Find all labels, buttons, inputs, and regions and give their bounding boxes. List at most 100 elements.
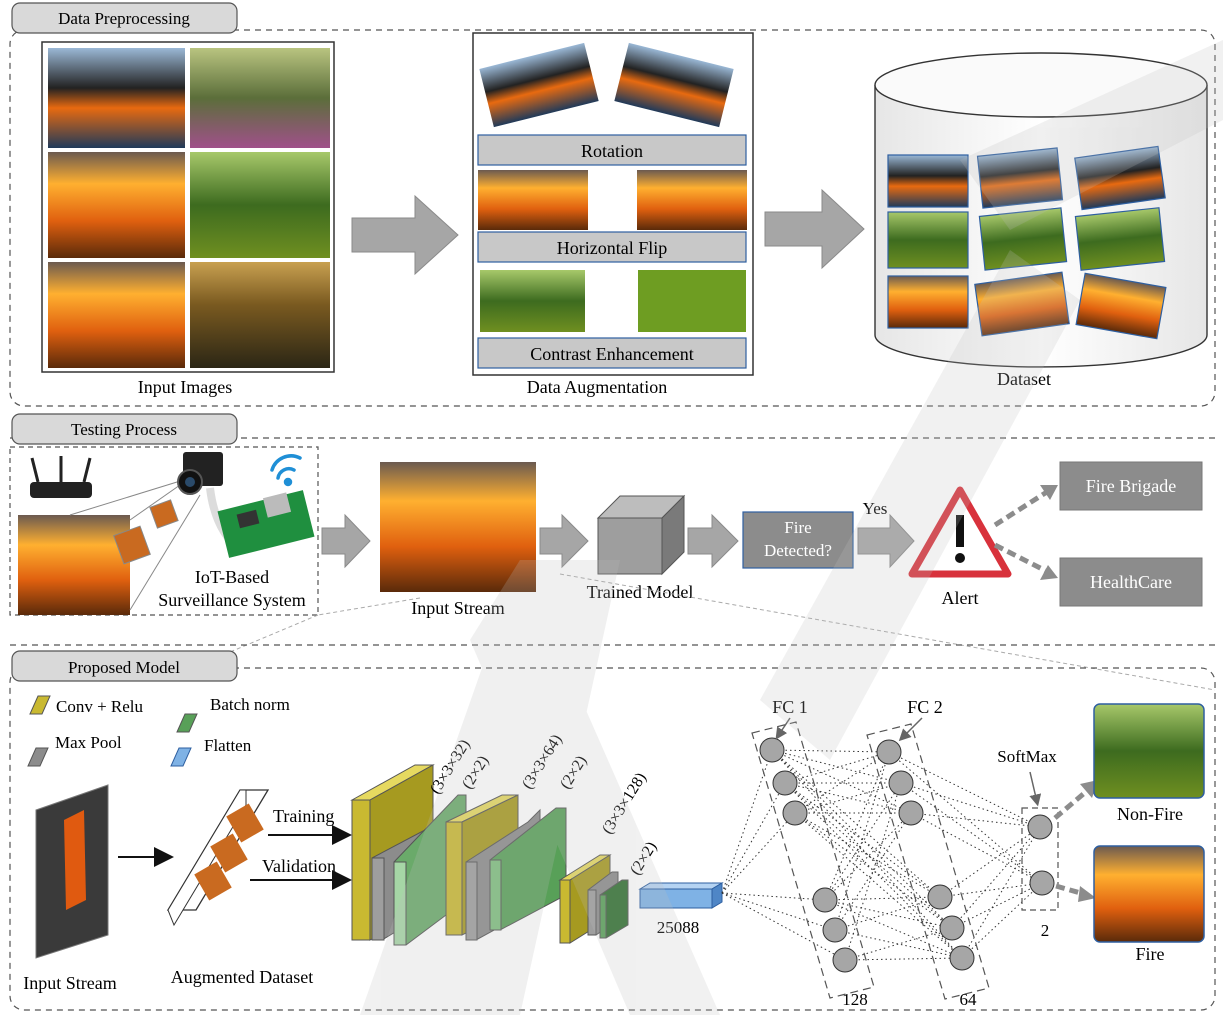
legend-pool-label: Max Pool (55, 733, 122, 752)
dataset-image (1074, 145, 1166, 211)
conv1-layer (351, 799, 371, 941)
softmax-layer (1021, 807, 1059, 911)
camera-module-icon (177, 452, 243, 554)
decision-text-line1: Fire (784, 518, 811, 537)
section-title-preprocessing: Data Preprocessing (58, 9, 190, 28)
softmax-neuron (1027, 814, 1053, 840)
batch2-layer (489, 859, 502, 931)
fire-brigade-box: Fire Brigade (1059, 461, 1203, 511)
watermark (360, 40, 1223, 1015)
fc2-neuron (898, 800, 924, 826)
dataset-image (887, 275, 969, 329)
dataset-image (976, 147, 1064, 209)
dataset-image (974, 271, 1070, 337)
pool1-layer (371, 857, 385, 941)
aug-step-contrast: Contrast Enhancement (530, 344, 693, 364)
dataset-image (1075, 272, 1167, 340)
fc1-neuron (812, 887, 838, 913)
fc1-pointer (775, 717, 791, 740)
fc1-label: FC 1 (772, 697, 808, 717)
fc2-neuron (876, 739, 902, 765)
image-green-forest (190, 152, 330, 258)
flatten-size-label: 25088 (657, 918, 700, 937)
legend-batch-swatch (176, 713, 198, 733)
tab-testing: Testing Process (11, 413, 238, 445)
pool2-layer (465, 861, 478, 941)
healthcare-box: HealthCare (1059, 557, 1203, 607)
softmax-neuron (1029, 870, 1055, 896)
image-flip-mirrored (637, 170, 747, 230)
image-flip-original (478, 170, 588, 230)
image-rotated-right (614, 42, 734, 128)
camera-feed-image (18, 515, 130, 615)
arrow-to-alert (857, 513, 915, 569)
conv3-layer (559, 879, 571, 944)
image-autumn-tree (190, 48, 330, 148)
fc2-label: FC 2 (907, 697, 943, 717)
fc1-neuron (822, 917, 848, 943)
dataset-image (978, 207, 1068, 271)
flatten-layer (638, 882, 724, 909)
iot-label-line2: Surveillance System (158, 590, 305, 610)
validation-label: Validation (262, 856, 336, 876)
arrow-to-fire (1055, 883, 1085, 897)
input-stream-image (380, 462, 536, 592)
image-burning-building (48, 152, 185, 258)
arrow-to-dataset (764, 188, 865, 270)
dataset-label: Dataset (997, 369, 1051, 389)
iot-system-box (9, 446, 319, 616)
augmentation-label: Data Augmentation (527, 377, 667, 397)
connector-line (559, 573, 1216, 691)
batch1-layer (393, 861, 407, 946)
section-title-testing: Testing Process (71, 420, 177, 439)
non-fire-output-image (1093, 703, 1205, 799)
raspberry-pi-icon (217, 490, 315, 558)
input-stream-video (35, 784, 109, 959)
fc1-layer (751, 721, 875, 999)
arrow-head-healthcare (1040, 565, 1058, 580)
legend: Conv + Relu Batch norm Max Pool Flatten (27, 695, 290, 767)
legend-batch-label: Batch norm (210, 695, 290, 714)
pool3-layer (587, 889, 597, 936)
legend-pool-swatch (27, 747, 49, 767)
connector-line (229, 614, 319, 653)
model-frame (9, 667, 1216, 1011)
fc2-neuron (888, 770, 914, 796)
image-contrast-enhanced (638, 270, 746, 332)
fire-brigade-label: Fire Brigade (1086, 476, 1176, 496)
section-title-model: Proposed Model (68, 658, 180, 677)
softmax-label: SoftMax (997, 747, 1057, 766)
legend-conv-swatch (29, 695, 51, 715)
training-label: Training (273, 806, 334, 826)
fc1-size-label: 128 (842, 990, 868, 1009)
iot-label-line1: IoT-Based (195, 567, 269, 587)
aug-step-flip: Horizontal Flip (557, 238, 668, 258)
tab-preprocessing: Data Preprocessing (11, 2, 238, 34)
fc1-neuron (782, 800, 808, 826)
fc1-neuron (759, 737, 785, 763)
arrow-head-fire-brigade (1040, 485, 1058, 500)
preprocessing-frame (9, 29, 1216, 407)
trained-model-label: Trained Model (587, 582, 694, 602)
camera-view-frustum (69, 477, 201, 611)
fc2-pointer (898, 717, 923, 742)
fc1-neuron (772, 770, 798, 796)
alert-label: Alert (942, 588, 979, 608)
arrow-to-healthcare (993, 542, 1050, 575)
augmented-dataset-label: Augmented Dataset (171, 967, 313, 987)
arrow-to-augmentation (351, 194, 459, 276)
image-rotated-left (479, 42, 599, 128)
augmentation-box: Rotation Horizontal Flip Contrast Enhanc… (472, 32, 754, 376)
arrow-to-non-fire (1053, 788, 1090, 820)
fire-detected-decision: Fire Detected? (742, 511, 854, 569)
wifi-icon (270, 454, 302, 487)
dense-connections (721, 749, 1043, 961)
conv2-layer (445, 821, 463, 936)
model-input-stream-label: Input Stream (23, 973, 116, 993)
fc2-neuron (949, 945, 975, 971)
fire-output-image (1093, 845, 1205, 943)
connector-line (317, 597, 421, 616)
fc2-size-label: 64 (960, 990, 978, 1009)
conv-block-3 (558, 854, 629, 944)
